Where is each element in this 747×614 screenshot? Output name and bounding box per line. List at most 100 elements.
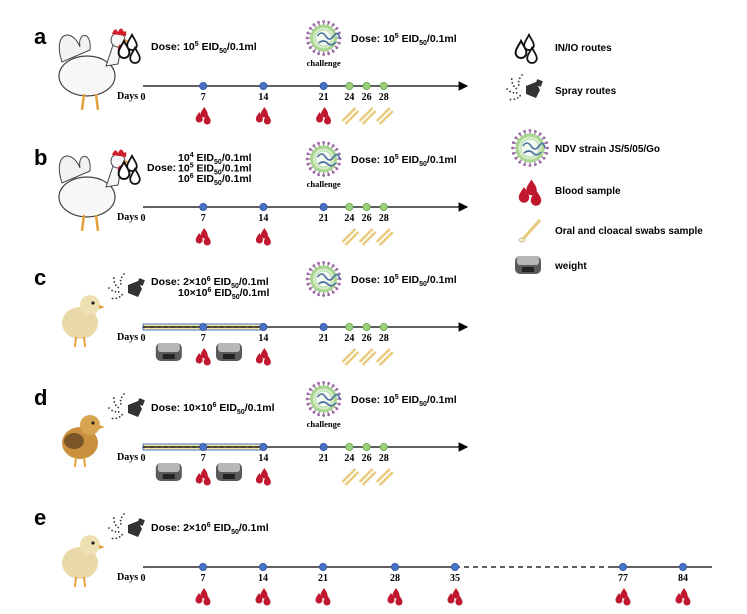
spike-tip-shape <box>306 41 310 45</box>
spike-tip-shape <box>312 23 316 27</box>
spike-tip-shape <box>322 141 325 144</box>
blood-drop-shape <box>195 593 203 604</box>
spike-tip-shape <box>337 392 341 396</box>
scale-top-shape <box>517 256 539 265</box>
leg-shape <box>83 576 86 588</box>
swab-stick-shape <box>378 351 394 366</box>
legend-item: weight <box>515 256 587 274</box>
blood-drop-shape <box>203 355 211 366</box>
blood-sample-icon <box>195 228 211 246</box>
body-shape <box>58 55 116 97</box>
leg-shape <box>74 456 77 468</box>
timepoint-dot <box>362 82 371 91</box>
spray-icon <box>108 393 145 420</box>
blood-sample-icon <box>255 228 271 246</box>
blood-sample-icon <box>255 468 271 486</box>
blood-drop-shape <box>263 355 271 366</box>
spike-tip-shape <box>322 294 325 297</box>
blood-drop-shape <box>200 588 208 599</box>
scale-top-shape <box>157 463 180 472</box>
day-tick-label: 0 <box>141 453 146 464</box>
timepoint-dot <box>362 322 371 331</box>
spray-dot <box>114 290 117 293</box>
spray-dot <box>114 524 117 527</box>
spike-tip-shape <box>331 384 335 388</box>
blood-drop-shape <box>620 588 628 599</box>
spray-dot <box>517 84 520 86</box>
swab-stick-shape <box>378 471 394 486</box>
leg-shape <box>80 93 86 111</box>
spike-tip-shape <box>306 282 310 286</box>
tail-shape <box>58 155 91 184</box>
dose-line: 104 EID50/0.1ml <box>178 152 252 166</box>
blood-drop-shape <box>320 588 328 599</box>
blood-sample-icon <box>255 588 271 606</box>
blood-drop-shape <box>680 588 688 599</box>
swab-stick-shape <box>361 351 377 366</box>
spray-dot <box>111 529 113 532</box>
dose-line: Dose: 2×106 EID50/0.1ml <box>151 522 269 536</box>
timepoint-dot <box>379 322 388 331</box>
blood-sample-icon <box>255 107 271 125</box>
spike-tip-shape <box>545 152 549 155</box>
day-tick-label: 35 <box>450 573 460 584</box>
body-shape <box>62 547 98 579</box>
spike-tip-shape <box>511 152 515 155</box>
spike-tip-shape <box>312 290 316 294</box>
swab-sample-icon <box>375 468 394 486</box>
challenge-dose: Dose: 105 EID50/0.1ml <box>351 33 457 47</box>
timepoint-dot <box>259 82 268 91</box>
days-label: Days <box>117 452 138 463</box>
blood-drop-shape <box>518 187 530 203</box>
nozzle-shape <box>128 281 142 297</box>
spray-dot <box>111 289 113 292</box>
challenge-label: challenge <box>307 179 341 189</box>
dose-line: Dose: 2×106 EID50/0.1ml <box>151 276 269 290</box>
droplet-shape <box>523 32 535 51</box>
timepoint-dot <box>198 563 207 572</box>
blood-drop-shape <box>260 107 268 118</box>
rna-strand-shape <box>523 150 542 156</box>
tail-shape <box>58 34 91 63</box>
legend-item: Spray routes <box>506 74 617 101</box>
spike-tip-shape <box>327 20 331 24</box>
swab-sample-icon <box>358 228 377 246</box>
spike-tip-shape <box>335 267 339 271</box>
virus-icon <box>305 381 342 417</box>
timepoint-dot <box>362 202 371 211</box>
head-shape <box>80 535 100 555</box>
legend-item: Oral and cloacal swabs sample <box>518 218 703 243</box>
spray-dot <box>111 537 114 540</box>
spike-tip-shape <box>331 410 335 414</box>
droplet-shape <box>129 166 141 185</box>
days-label: Days <box>117 212 138 223</box>
rna-strand-shape <box>316 273 341 281</box>
timepoint-dot <box>390 563 399 572</box>
spike-tip-shape <box>528 164 532 167</box>
swab-stick-shape <box>375 107 391 122</box>
spray-dot <box>119 399 122 402</box>
swab-stick-shape <box>378 110 394 125</box>
blood-drop-shape <box>263 235 271 246</box>
timepoint-dot <box>199 82 208 91</box>
spray-dot <box>119 279 122 282</box>
beak-shape <box>99 545 105 549</box>
timepoint-dot <box>345 202 354 211</box>
comb-shape <box>112 149 127 157</box>
rna-strand-shape <box>316 393 341 401</box>
swab-sample-icon <box>375 107 394 125</box>
swab-stick-shape <box>358 348 374 363</box>
spike-tip-shape <box>331 170 335 174</box>
blood-sample-icon <box>615 588 631 606</box>
spike-tip-shape <box>327 52 331 56</box>
spray-dot <box>114 410 117 413</box>
spike-tip-shape <box>337 162 341 166</box>
day-tick-label: 26 <box>362 453 372 464</box>
spray-dot <box>119 523 122 525</box>
body-shape <box>62 307 98 339</box>
day-tick-label: 28 <box>379 453 389 464</box>
day-tick-label: 28 <box>379 92 389 103</box>
timepoint-dot <box>259 322 268 331</box>
